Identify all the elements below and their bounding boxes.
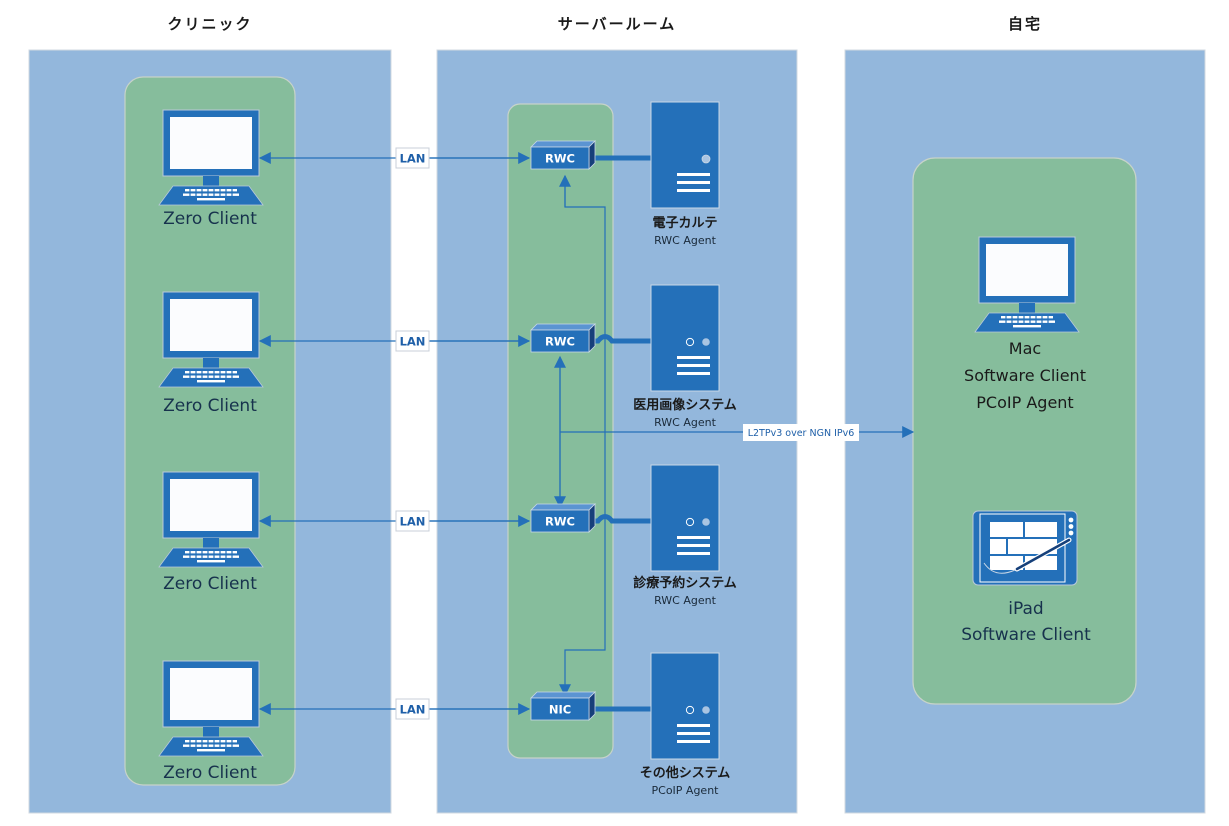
client-label: Zero Client (163, 209, 257, 229)
desktop-computer-icon (158, 109, 264, 206)
server-agent: RWC Agent (654, 594, 716, 607)
client-label: Zero Client (163, 574, 257, 594)
server-name: 電子カルテ (652, 216, 717, 231)
client-label: Zero Client (163, 396, 257, 416)
desktop-computer-icon (974, 236, 1080, 333)
server-link (590, 334, 652, 344)
client-row: Zero Client LAN (158, 471, 531, 594)
wan-link: L2TPv3 over NGN IPv6 (560, 424, 915, 441)
lan-label-box (395, 330, 430, 352)
home-device-label-line: iPad (1008, 599, 1043, 619)
server-link (590, 514, 652, 524)
client-group (124, 76, 296, 786)
zone-title-home: 自宅 (1008, 15, 1042, 33)
server: 診療予約システム RWC Agent (633, 464, 737, 607)
client-row: Zero Client LAN (158, 291, 531, 416)
lan-label: LAN (400, 703, 426, 717)
home-device-mac: Mac Software Client PCoIP Agent (964, 236, 1086, 412)
wan-link-label: L2TPv3 over NGN IPv6 (748, 428, 855, 439)
card-label: RWC (545, 515, 575, 529)
network-card: RWC (530, 140, 652, 170)
lan-label: LAN (400, 515, 426, 529)
server-icon (650, 101, 720, 209)
card-label: RWC (545, 335, 575, 349)
desktop-computer-icon (158, 471, 264, 568)
lan-label-box (395, 147, 430, 169)
home-device-label-line: PCoIP Agent (976, 393, 1073, 412)
desktop-computer-icon (158, 660, 264, 757)
server: 医用画像システム RWC Agent (633, 284, 737, 429)
server: その他システム PCoIP Agent (640, 652, 731, 797)
lan-label-box (395, 510, 430, 532)
network-card: RWC (530, 503, 652, 533)
server-agent: RWC Agent (654, 416, 716, 429)
network-card: RWC (530, 323, 652, 353)
card-label: RWC (545, 152, 575, 166)
tablet-icon (972, 510, 1078, 586)
client-label: Zero Client (163, 763, 257, 783)
lan-label: LAN (400, 152, 426, 166)
zone-title-server-room: サーバールーム (558, 15, 676, 33)
server-icon (650, 464, 720, 572)
server-agent: RWC Agent (654, 234, 716, 247)
home-device-ipad: iPad Software Client (961, 510, 1091, 645)
home-device-label-line: Software Client (964, 366, 1086, 385)
zone-title-clinic: クリニック (167, 15, 252, 33)
server-name: 医用画像システム (633, 397, 737, 413)
client-row: Zero Client LAN (158, 660, 531, 783)
wan-link-label-box (743, 424, 859, 441)
desktop-computer-icon (158, 291, 264, 388)
server-agent: PCoIP Agent (652, 784, 720, 797)
server: 電子カルテ RWC Agent (650, 101, 720, 247)
server-name: その他システム (640, 765, 731, 781)
home-device-label-line: Software Client (961, 625, 1091, 645)
lan-label: LAN (400, 335, 426, 349)
card-label: NIC (549, 703, 571, 717)
server-name: 診療予約システム (633, 575, 737, 591)
client-row: Zero Client LAN (158, 109, 531, 229)
lan-label-box (395, 698, 430, 720)
server-icon (650, 652, 720, 760)
home-device-label-line: Mac (1009, 339, 1041, 358)
network-card: NIC (530, 691, 652, 721)
server-icon (650, 284, 720, 392)
